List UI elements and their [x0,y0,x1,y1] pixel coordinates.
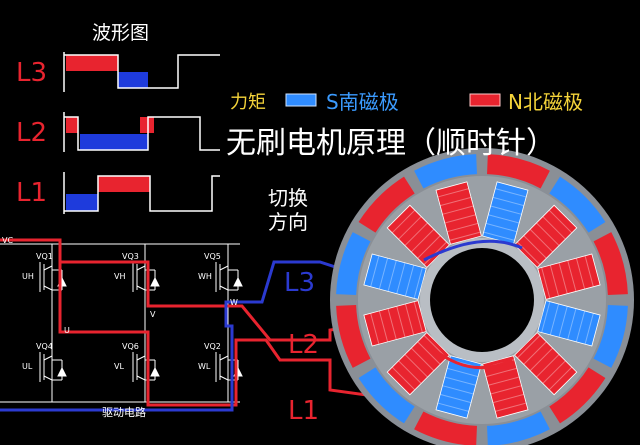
stator-coil [363,253,427,300]
vcc-label: VC [2,236,14,245]
switch-label-vq2: VQ2 [204,342,221,351]
switch-vq1-glyph [39,262,67,292]
switch-label-vq3: VQ3 [122,252,139,261]
gate-label-uh: UH [22,272,34,281]
diagram-title: 无刷电机原理（顺时针） [226,126,556,161]
l3-winding-wire [423,239,523,262]
motor-center-hole [430,248,534,352]
stator-coil [435,181,482,245]
rotor-magnet-segment [593,305,628,368]
stator-coil [537,300,601,347]
stator-coil [363,300,427,347]
drive-circuit [0,243,243,403]
waveform-label-l1: L1 [16,178,48,208]
l2-high-pulse-a [66,117,78,133]
l2-low-pulse [80,134,148,150]
switch-label-vq1: VQ1 [36,252,53,261]
rotor-magnet-segment [414,411,477,445]
gate-label-vl: VL [114,362,124,371]
legend-n-pole: N北磁极 [508,90,583,114]
rotor-magnet-segment [358,176,415,233]
s-pole-swatch [285,93,317,107]
waveform-label-l2: L2 [16,118,48,148]
switch-direction-label: 切换方向 [268,186,308,234]
waveform-title: 波形图 [92,22,150,44]
switch-label-vq4: VQ4 [36,342,53,351]
rotor-magnet-segment [549,176,606,233]
rotor-magnet-segment [358,367,415,424]
rotor-magnet-segment [487,411,550,445]
gate-label-ul: UL [22,362,33,371]
phase-u-label: U [64,326,70,335]
gate-label-wl: WL [198,362,211,371]
rotor-magnet-segment [336,305,371,368]
stator-coil [513,204,578,269]
stator-coil [482,355,529,419]
l1-high-pulse [98,176,150,192]
coil-label-l2: L2 [288,330,320,360]
switch-vq6-glyph [132,352,160,382]
l3-high-pulse [66,55,118,71]
drive-circuit-label: 驱动电路 [102,406,146,419]
stator-coil [482,181,529,245]
waveform-chart [63,52,220,214]
coil-label-l1: L1 [288,396,320,426]
gate-label-vh: VH [114,272,126,281]
rotor-magnet-segment [593,232,628,295]
rotor-magnet-segment [336,232,371,295]
n-pole-swatch [469,93,501,107]
waveform-label-l3: L3 [16,58,48,88]
switch-label-vq5: VQ5 [204,252,221,261]
phase-w-label: W [230,298,238,307]
switch-vq5-glyph [215,262,243,292]
rotor-magnet-segment [549,367,606,424]
rotor-magnet-segment [414,154,477,189]
l1-low-pulse [66,194,98,211]
l2-winding-wire [431,346,513,370]
switch-vq3-glyph [132,262,160,292]
switch-vq2-glyph [215,352,243,382]
rotor-magnet-segment [487,154,550,189]
switch-label-vq6: VQ6 [122,342,139,351]
stator-coil [435,355,482,419]
phase-v-label: V [150,310,156,319]
l3-low-pulse [118,72,148,88]
switch-vq4-glyph [39,352,67,382]
motor [330,148,634,445]
stator-coil [537,253,601,300]
legend-s-pole: S南磁极 [326,90,399,114]
gate-label-wh: WH [198,272,212,281]
legend-torque: 力矩 [230,92,266,113]
current-path-red-l1 [58,240,471,407]
coil-label-l3: L3 [284,268,316,298]
stator-coil [513,331,578,396]
l2-high-pulse-b [140,117,154,133]
